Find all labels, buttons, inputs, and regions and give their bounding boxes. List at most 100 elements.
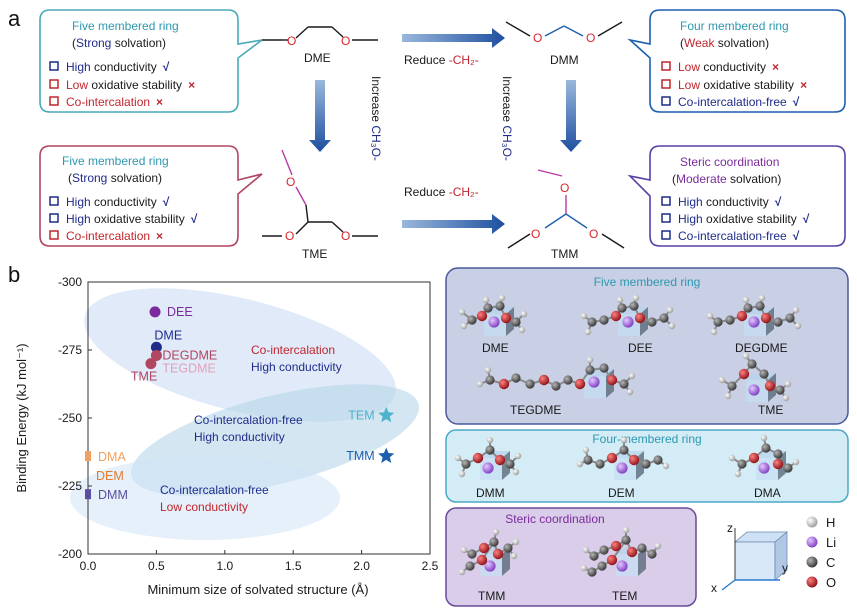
label-dee: DEE — [167, 305, 193, 319]
bubble-item: Low oxidative stability× — [66, 78, 195, 92]
atom — [792, 306, 800, 314]
y-tick-label: -225 — [58, 479, 82, 493]
bubble-title: Five membered ring — [62, 154, 169, 168]
model-dmm — [454, 436, 522, 480]
label-dmm: DMM — [98, 488, 128, 502]
bubble-item: High oxidative stability√ — [66, 212, 198, 226]
oxygen-atom-label: O — [533, 31, 542, 45]
model-tegdme — [476, 356, 636, 398]
y-tick-label: -275 — [58, 343, 82, 357]
atom — [622, 316, 634, 328]
atom — [654, 542, 662, 550]
bubble-item: Co-intercalation× — [66, 95, 163, 109]
atom — [727, 381, 737, 391]
bubble-subtitle: (Strong solvation) — [68, 171, 162, 185]
atom — [483, 303, 493, 313]
atom — [610, 310, 622, 322]
annotation-co-intercalation-free: Co-intercalation-free — [194, 413, 303, 427]
atom — [461, 459, 471, 469]
atom — [511, 317, 521, 327]
atom — [488, 316, 500, 328]
molecule-tme: O O O TME — [262, 149, 378, 261]
atom — [728, 454, 736, 462]
atom — [713, 317, 723, 327]
bubble-item: Co-intercalation× — [66, 229, 163, 243]
steric-title: Steric coordination — [505, 512, 604, 526]
atom — [458, 470, 466, 478]
oxygen-atom-label: O — [586, 31, 595, 45]
atom — [619, 445, 629, 455]
atom — [551, 381, 561, 391]
model-degdme — [706, 294, 802, 336]
oxygen-atom-label: O — [560, 181, 569, 195]
atom — [460, 546, 468, 554]
atom — [775, 385, 785, 395]
atom — [585, 365, 595, 375]
checkbox-icon — [661, 196, 671, 206]
bubble-top-left: Five membered ring (Strong solvation) Hi… — [39, 9, 263, 113]
atom — [458, 308, 466, 316]
checkbox-icon — [49, 96, 59, 106]
atom — [485, 445, 495, 455]
atom — [482, 296, 490, 304]
atom — [632, 294, 640, 302]
atom — [718, 376, 726, 384]
molecular-models — [454, 294, 802, 577]
atom — [738, 368, 750, 380]
arrow-label: Reduce -CH₂- — [404, 53, 479, 67]
checkbox-icon — [49, 61, 59, 71]
atom — [785, 313, 795, 323]
molecule-label-tmm: TMM — [551, 247, 578, 261]
point-tme — [145, 358, 157, 370]
y-tick-label: -200 — [58, 547, 82, 561]
model-tem — [580, 526, 662, 577]
atom — [610, 540, 622, 552]
atom — [647, 549, 657, 559]
atom — [748, 452, 760, 464]
oxygen-atom-label: O — [341, 229, 350, 243]
atom — [641, 459, 651, 469]
bubble-item: High conductivity√ — [66, 60, 170, 74]
atom — [626, 388, 634, 396]
checkbox-icon — [661, 79, 671, 89]
model-tmm — [458, 528, 520, 576]
y-tick-label: -300 — [58, 275, 82, 289]
annotation-co-intercalation-free: Co-intercalation-free — [160, 483, 269, 497]
molecule-label-dme: DME — [304, 51, 331, 65]
arrow-increase-right: Increase CH₃O- — [500, 76, 582, 161]
atom — [520, 310, 528, 318]
atom — [599, 545, 609, 555]
atom — [467, 315, 477, 325]
atom — [737, 459, 747, 469]
atom-legend-c-icon — [806, 556, 818, 568]
bubble-title: Steric coordination — [680, 155, 779, 169]
atom — [587, 317, 597, 327]
oxygen-atom-label: O — [286, 175, 295, 189]
struct-label: TEGDME — [510, 403, 561, 417]
bubble-item: High conductivity√ — [678, 195, 782, 209]
atom — [647, 317, 657, 327]
atom — [498, 294, 506, 302]
atom — [628, 372, 636, 380]
model-dee — [580, 294, 676, 336]
checkbox-icon — [661, 213, 671, 223]
atom — [492, 528, 500, 536]
panel-label-a: a — [8, 6, 21, 31]
annotation-high-conductivity: High conductivity — [251, 360, 342, 374]
atom — [599, 363, 609, 373]
atom — [659, 313, 669, 323]
atom — [500, 312, 512, 324]
y-tick-label: -250 — [58, 411, 82, 425]
atom — [492, 548, 504, 560]
atom — [514, 452, 522, 460]
atom — [518, 326, 526, 334]
atom — [586, 356, 594, 364]
atom — [783, 463, 793, 473]
label-tegdme: TEGDME — [162, 361, 215, 375]
arrow-label: Increase CH₃O- — [500, 76, 514, 161]
atom — [563, 375, 573, 385]
atom — [472, 452, 484, 464]
atom — [458, 568, 466, 576]
point-dmm — [85, 489, 91, 500]
atom — [758, 462, 770, 474]
